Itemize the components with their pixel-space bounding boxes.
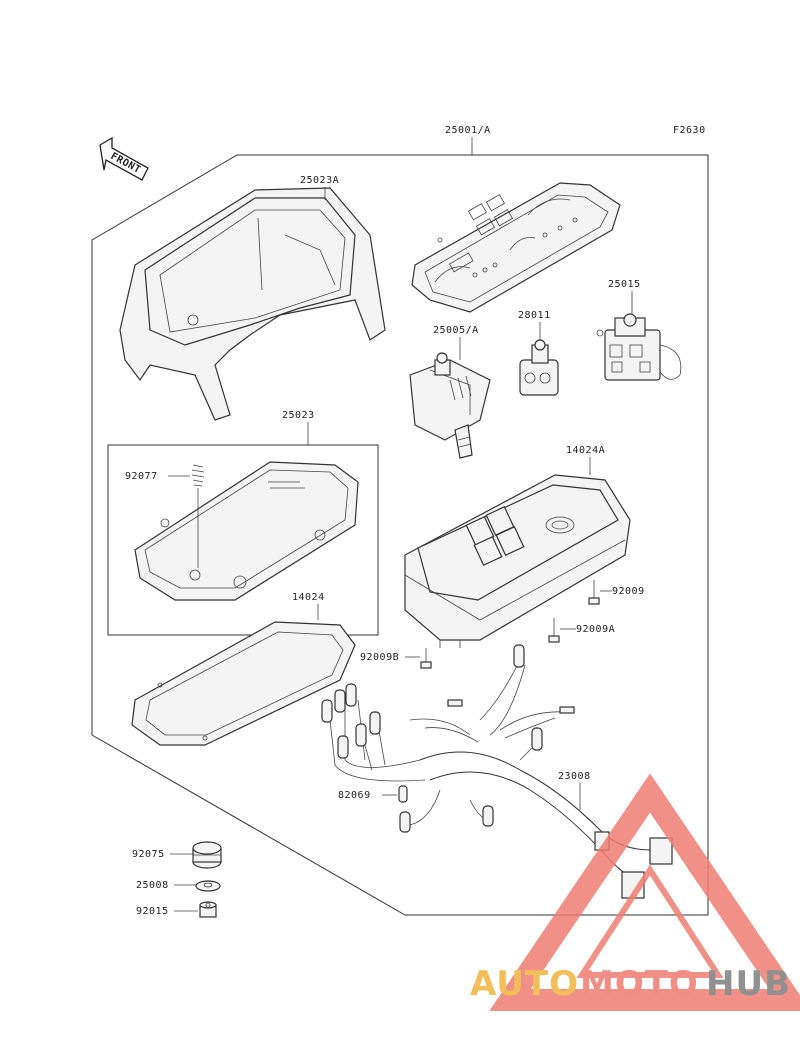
screw-92009B bbox=[420, 648, 432, 669]
assembly-outline bbox=[91, 154, 709, 916]
wiring-harness bbox=[321, 644, 673, 899]
screw-92009A bbox=[548, 618, 560, 643]
speedometer-unit bbox=[409, 352, 491, 459]
callout-25023: 25023 bbox=[282, 410, 315, 421]
lower-cover bbox=[134, 461, 359, 601]
callout-25023A: 25023A bbox=[300, 175, 339, 186]
watermark-hub: HUB bbox=[706, 964, 791, 1004]
callout-82069: 82069 bbox=[338, 790, 371, 801]
callout-92009: 92009 bbox=[612, 586, 645, 597]
callout-92077: 92077 bbox=[125, 471, 158, 482]
screw-92009 bbox=[588, 580, 600, 605]
meter-cover bbox=[119, 187, 386, 421]
callout-25005A: 25005/A bbox=[433, 325, 479, 336]
meter-dial-face bbox=[411, 182, 621, 313]
callout-14024: 14024 bbox=[292, 592, 325, 603]
watermark-triangle-icon bbox=[489, 773, 800, 1011]
callout-92009B: 92009B bbox=[360, 652, 399, 663]
spring-92077 bbox=[191, 464, 205, 568]
meter-case bbox=[404, 474, 631, 648]
sub-assembly-box bbox=[107, 444, 379, 636]
bulb-82069 bbox=[398, 785, 408, 803]
callout-25008: 25008 bbox=[136, 880, 169, 891]
callout-92015: 92015 bbox=[136, 906, 169, 917]
watermark-auto: AUTO bbox=[470, 964, 579, 1004]
callout-28011: 28011 bbox=[518, 310, 551, 321]
callout-92075: 92075 bbox=[132, 849, 165, 860]
front-arrow-icon: FRONT bbox=[99, 136, 149, 181]
fuel-gauge-unit bbox=[596, 313, 682, 381]
grommet-92075 bbox=[192, 841, 222, 869]
callout-25001A: 25001/A bbox=[445, 125, 491, 136]
gasket bbox=[131, 621, 356, 746]
figure-code: F2630 bbox=[673, 125, 706, 136]
watermark-logo: AUTO MOTO HUB bbox=[470, 773, 800, 1011]
callout-14024A: 14024A bbox=[566, 445, 605, 456]
washer-25008 bbox=[195, 880, 221, 892]
callout-92009A: 92009A bbox=[576, 624, 615, 635]
nut-92015 bbox=[199, 901, 217, 918]
watermark-moto: MOTO bbox=[580, 964, 699, 1004]
callout-23008: 23008 bbox=[558, 771, 591, 782]
sensor-28011 bbox=[519, 339, 559, 396]
callout-25015: 25015 bbox=[608, 279, 641, 290]
